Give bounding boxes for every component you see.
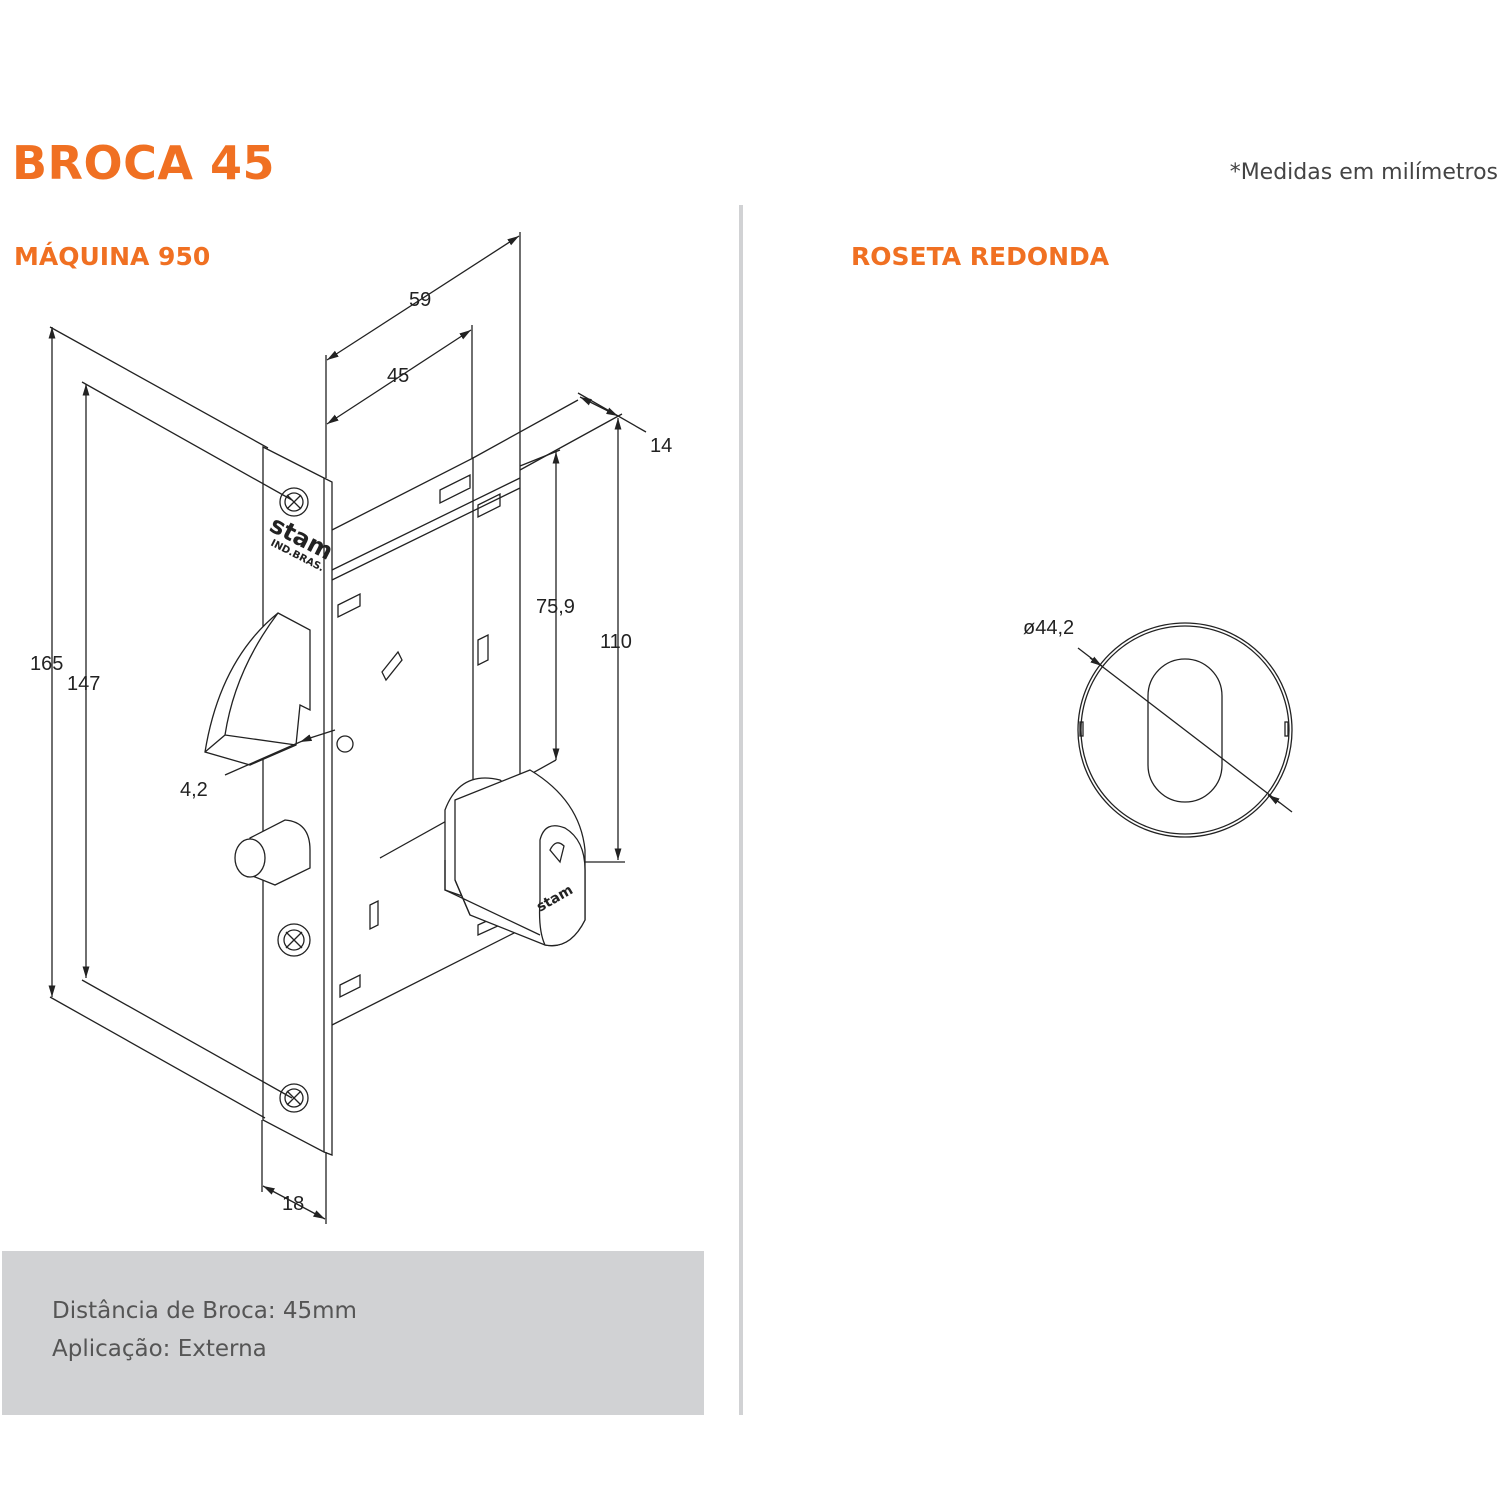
rosette-heading: ROSETA REDONDA [851, 242, 1110, 271]
dim-faceplate-width: 18 [282, 1193, 304, 1215]
info-box: Distância de Broca: 45mm Aplicação: Exte… [2, 1251, 704, 1415]
rosette-notch [1284, 721, 1289, 737]
rosette-notch [1079, 721, 1084, 737]
diameter-line [1077, 647, 1293, 813]
dim-case-height: 110 [600, 631, 632, 653]
case-rivet [336, 735, 354, 753]
lock-cylinder: stam [444, 769, 586, 947]
dim-backset: 45 [387, 365, 409, 387]
screw-icon [277, 923, 311, 957]
key-slot [1147, 658, 1223, 803]
latch-edges [204, 612, 297, 753]
case-slots [337, 473, 501, 999]
screw-icon [279, 487, 309, 517]
diameter-arrow [1089, 656, 1103, 667]
diameter-arrow [1267, 794, 1281, 805]
lock-heading: MÁQUINA 950 [14, 242, 211, 271]
dim-diameter: ø44,2 [1023, 617, 1074, 639]
rosette-inner [1080, 625, 1290, 835]
dim-latch-to-cylinder: 75,9 [536, 596, 575, 618]
page-title: BROCA 45 [12, 136, 275, 190]
screw-icon [279, 1083, 309, 1113]
dim-latch-projection: 4,2 [180, 779, 208, 801]
guard-bolt-tip [234, 838, 266, 878]
application-info: Aplicação: Externa [52, 1336, 267, 1362]
latch-bolt [204, 612, 311, 766]
panel-divider [739, 205, 743, 1415]
units-note: *Medidas em milímetros [1229, 160, 1498, 185]
dim-overall-depth: 59 [409, 289, 431, 311]
dim-screw-spacing: 147 [67, 673, 100, 695]
mortise-lock-drawing: stam IND.BRAS. stam [204, 445, 586, 1156]
round-rosette-drawing: ø44,2 [1023, 617, 1293, 838]
guard-bolt [249, 819, 311, 886]
dim-cylinder-offset: 14 [650, 435, 672, 457]
lock-case [331, 456, 521, 1026]
broca-info: Distância de Broca: 45mm [52, 1298, 357, 1324]
rosette-outer [1077, 622, 1293, 838]
dimension-lines: 165 147 59 45 14 110 75,9 4,2 18 [30, 232, 672, 1224]
dim-total-height: 165 [30, 653, 63, 675]
